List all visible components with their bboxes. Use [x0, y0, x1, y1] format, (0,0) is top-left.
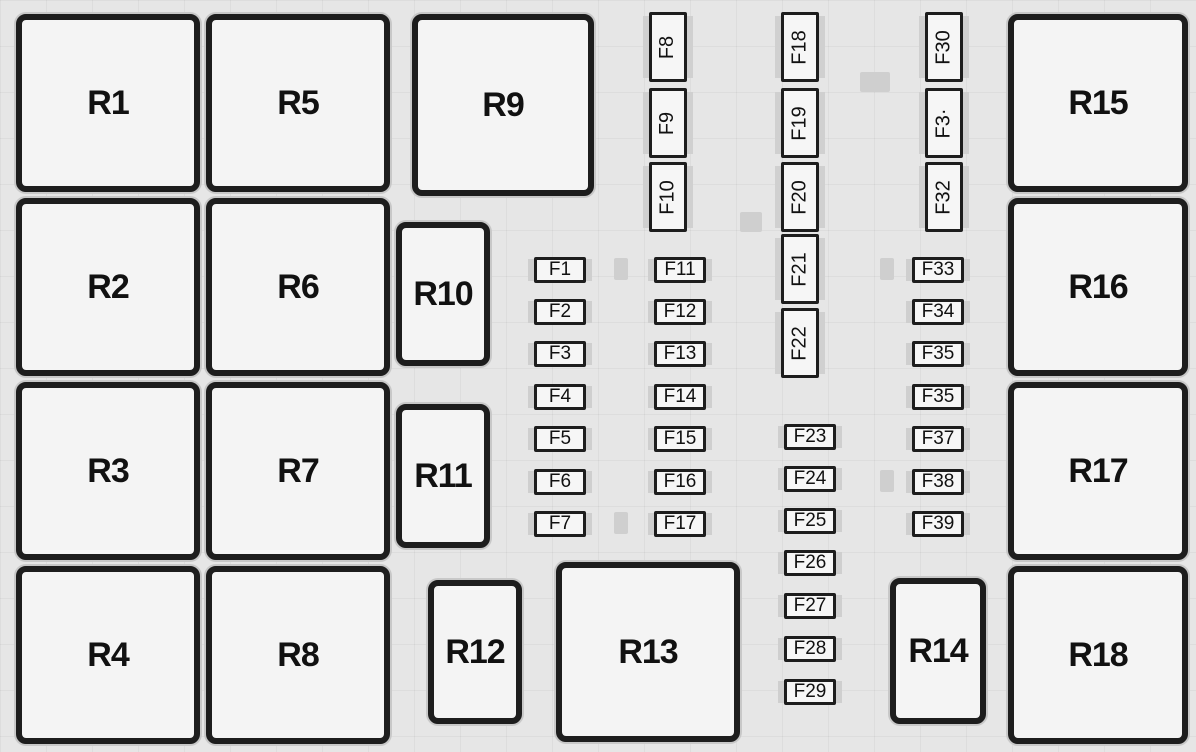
relay-r11[interactable]: R11: [396, 404, 490, 548]
fuse-f31[interactable]: F3·: [925, 88, 963, 158]
socket-bump: [880, 258, 894, 280]
relay-r16[interactable]: R16: [1008, 198, 1188, 376]
fuse-f26[interactable]: F26: [784, 550, 836, 576]
socket-bump: [860, 72, 890, 92]
relay-r7[interactable]: R7: [206, 382, 390, 560]
relay-r13[interactable]: R13: [556, 562, 740, 742]
fuse-f25[interactable]: F25: [784, 508, 836, 534]
fuse-f21[interactable]: F21: [781, 234, 819, 304]
fuse-f19-label: F19: [788, 105, 811, 141]
relay-r3[interactable]: R3: [16, 382, 200, 560]
fuse-f17[interactable]: F17: [654, 511, 706, 537]
relay-r14[interactable]: R14: [890, 578, 986, 724]
fuse-f14[interactable]: F14: [654, 384, 706, 410]
fuse-f10-label: F10: [656, 179, 679, 215]
fuse-f30-label: F30: [932, 29, 955, 65]
fuse-f32-label: F32: [932, 179, 955, 215]
socket-bump: [614, 258, 628, 280]
fuse-f34[interactable]: F34: [912, 299, 964, 325]
fuse-f9-label: F9: [656, 111, 679, 135]
fuse-f28[interactable]: F28: [784, 636, 836, 662]
relay-r5[interactable]: R5: [206, 14, 390, 192]
fuse-f6[interactable]: F6: [534, 469, 586, 495]
relay-r6[interactable]: R6: [206, 198, 390, 376]
fuse-f19[interactable]: F19: [781, 88, 819, 158]
fuse-f35[interactable]: F35: [912, 341, 964, 367]
fuse-f33[interactable]: F33: [912, 257, 964, 283]
relay-r15[interactable]: R15: [1008, 14, 1188, 192]
fuse-f21-label: F21: [788, 251, 811, 287]
relay-r1[interactable]: R1: [16, 14, 200, 192]
fuse-f37[interactable]: F37: [912, 426, 964, 452]
fuse-f22-label: F22: [788, 325, 811, 361]
socket-bump: [614, 512, 628, 534]
relay-r17[interactable]: R17: [1008, 382, 1188, 560]
fuse-f24[interactable]: F24: [784, 466, 836, 492]
socket-bump: [740, 212, 762, 232]
fuse-f27[interactable]: F27: [784, 593, 836, 619]
fuse-f8-label: F8: [656, 35, 679, 59]
fuse-f11[interactable]: F11: [654, 257, 706, 283]
relay-r10[interactable]: R10: [396, 222, 490, 366]
relay-r4[interactable]: R4: [16, 566, 200, 744]
fuse-f13[interactable]: F13: [654, 341, 706, 367]
fuse-f18[interactable]: F18: [781, 12, 819, 82]
fuse-f23[interactable]: F23: [784, 424, 836, 450]
fuse-f22[interactable]: F22: [781, 308, 819, 378]
relay-r9[interactable]: R9: [412, 14, 594, 196]
relay-r2[interactable]: R2: [16, 198, 200, 376]
fuse-f15[interactable]: F15: [654, 426, 706, 452]
fuse-f3[interactable]: F3: [534, 341, 586, 367]
fuse-f12[interactable]: F12: [654, 299, 706, 325]
fuse-f30[interactable]: F30: [925, 12, 963, 82]
fuse-f10[interactable]: F10: [649, 162, 687, 232]
fuse-f32[interactable]: F32: [925, 162, 963, 232]
fuse-f29[interactable]: F29: [784, 679, 836, 705]
relay-r18[interactable]: R18: [1008, 566, 1188, 744]
fuse-f20-label: F20: [788, 179, 811, 215]
fuse-f16[interactable]: F16: [654, 469, 706, 495]
fuse-f8[interactable]: F8: [649, 12, 687, 82]
fuse-f20[interactable]: F20: [781, 162, 819, 232]
fuse-f1[interactable]: F1: [534, 257, 586, 283]
fuse-f36[interactable]: F35: [912, 384, 964, 410]
fuse-f31-label: F3·: [932, 108, 955, 138]
relay-r8[interactable]: R8: [206, 566, 390, 744]
relay-r12[interactable]: R12: [428, 580, 522, 724]
fuse-f38[interactable]: F38: [912, 469, 964, 495]
fuse-f5[interactable]: F5: [534, 426, 586, 452]
socket-bump: [880, 470, 894, 492]
fuse-f2[interactable]: F2: [534, 299, 586, 325]
fuse-f4[interactable]: F4: [534, 384, 586, 410]
fuse-f39[interactable]: F39: [912, 511, 964, 537]
fuse-f7[interactable]: F7: [534, 511, 586, 537]
fuse-f9[interactable]: F9: [649, 88, 687, 158]
fuse-f18-label: F18: [788, 29, 811, 65]
